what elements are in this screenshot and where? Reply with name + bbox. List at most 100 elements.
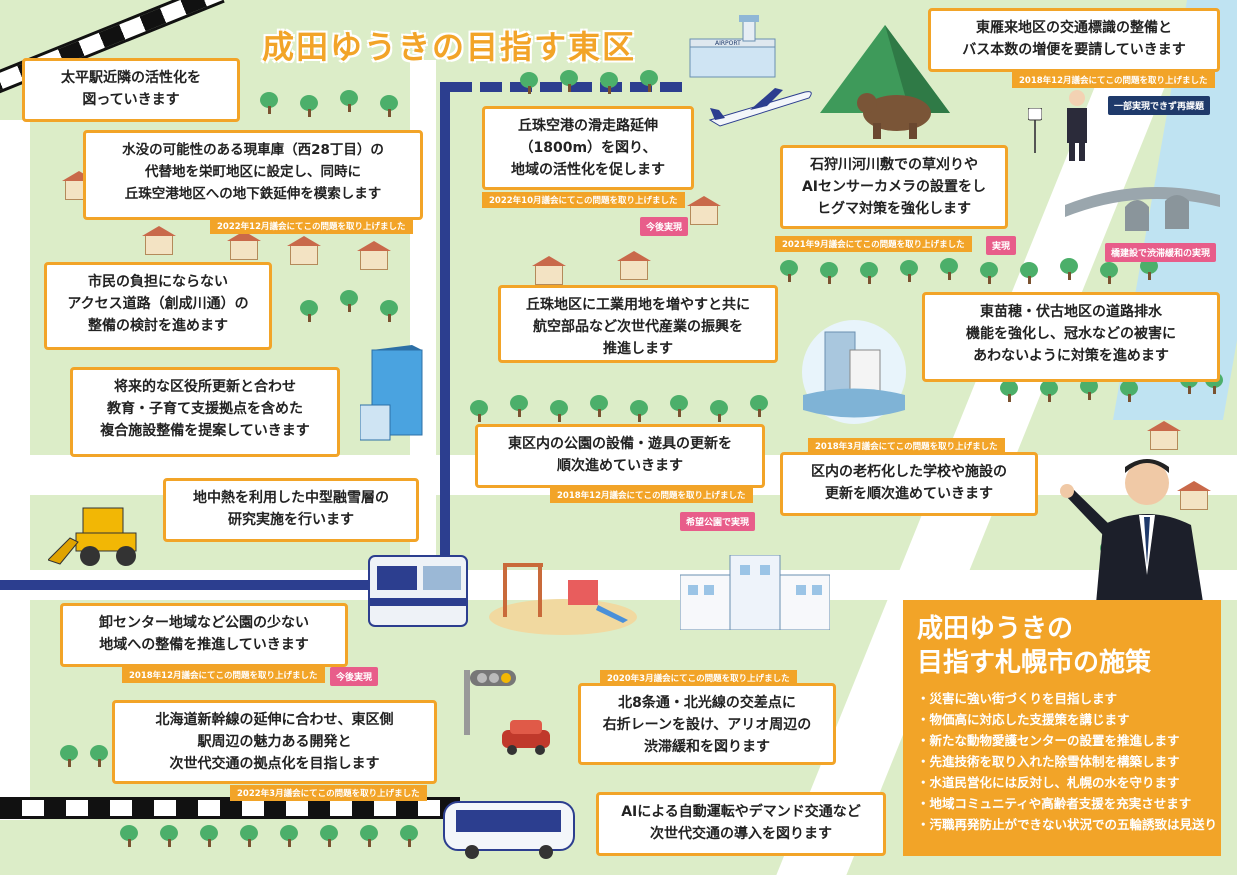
tree xyxy=(1000,380,1018,402)
tree xyxy=(980,262,998,284)
tree xyxy=(400,825,418,847)
tree xyxy=(240,825,258,847)
bubble-autonomous: AIによる自動運転やデマンド交通など 次世代交通の導入を図ります xyxy=(596,792,886,856)
bubble-industry: 丘珠地区に工業用地を増やすと共に 航空部品など次世代産業の振興を 推進します xyxy=(498,285,778,363)
status-badge: 今後実現 xyxy=(640,217,689,236)
policy-item: 汚職再発防止ができない状況での五輪誘致は見送り xyxy=(917,814,1218,835)
tree xyxy=(1040,380,1058,402)
tree xyxy=(280,825,298,847)
politician-photo xyxy=(1055,455,1215,615)
playground-icon xyxy=(488,555,638,635)
tree xyxy=(260,92,278,114)
tree xyxy=(510,395,528,417)
tree xyxy=(560,70,578,92)
council-tag: 2022年10月議会にてこの問題を取り上げました xyxy=(482,192,685,208)
tree xyxy=(1100,262,1118,284)
bridge-icon xyxy=(1065,175,1220,240)
tree xyxy=(780,260,798,282)
bubble-higashikariki: 東雁来地区の交通標識の整備と バス本数の増便を要請していきます xyxy=(928,8,1220,72)
tree xyxy=(750,395,768,417)
policy-item: 物価高に対応した支援策を講じます xyxy=(917,709,1207,730)
airplane-icon xyxy=(705,80,815,130)
office-building-icon xyxy=(359,345,438,450)
tree xyxy=(340,90,358,112)
policy-item: 水道民営化には反対し、札幌の水を守ります xyxy=(917,772,1207,793)
person-icon xyxy=(1062,88,1092,163)
bubble-schools: 区内の老朽化した学校や施設の 更新を順次進めていきます xyxy=(780,452,1038,516)
school-icon xyxy=(679,554,831,631)
bubble-intersection: 北8条通・北光線の交差点に 右折レーンを設け、アリオ周辺の 渋滞緩和を図ります xyxy=(578,683,836,765)
policy-item: 先進技術を取り入れた除雪体制を構築します xyxy=(917,751,1207,772)
tree xyxy=(520,72,538,94)
house xyxy=(1147,421,1181,450)
bubble-runway: 丘珠空港の滑走路延伸 （1800m）を図り、 地域の活性化を促します xyxy=(482,106,694,190)
house xyxy=(287,236,321,265)
tree xyxy=(300,95,318,117)
tree xyxy=(380,95,398,117)
airport-label: AIRPORT xyxy=(715,40,741,47)
house xyxy=(1177,481,1211,510)
house xyxy=(617,251,651,280)
tree xyxy=(550,400,568,422)
bubble-park-development: 卸センター地域など公園の少ない 地域への整備を推進していきます xyxy=(60,603,348,667)
tree xyxy=(160,825,178,847)
tree xyxy=(90,745,108,767)
bubble-bear: 石狩川河川敷での草刈りや AIセンサーカメラの設置をし ヒグマ対策を強化します xyxy=(780,145,1008,229)
bus-stop-icon xyxy=(1027,107,1043,153)
policy-item: 災害に強い街づくりを目指します xyxy=(917,688,1207,709)
tree xyxy=(630,400,648,422)
car-icon xyxy=(500,718,552,756)
status-badge: 今後実現 xyxy=(330,667,379,686)
tree xyxy=(1060,258,1078,280)
bridge-label: 橋建設で渋滞緩和の実現 xyxy=(1105,243,1217,262)
tree xyxy=(1020,262,1038,284)
tree xyxy=(360,825,378,847)
status-badge: 実現 xyxy=(986,236,1017,255)
tree xyxy=(900,260,918,282)
bulldozer-icon xyxy=(47,498,148,568)
bubble-shinkansen: 北海道新幹線の延伸に合わせ、東区側 駅周辺の魅力ある開発と 次世代交通の拠点化を… xyxy=(112,700,437,784)
bubble-parks: 東区内の公園の設備・遊具の更新を 順次進めていきます xyxy=(475,424,765,488)
airport-icon: AIRPORT xyxy=(685,15,780,80)
council-tag: 2022年3月議会にてこの問題を取り上げました xyxy=(230,785,427,801)
house xyxy=(687,196,721,225)
tree xyxy=(860,262,878,284)
tree xyxy=(590,395,608,417)
bubble-snowmelt: 地中熱を利用した中型融雪層の 研究実施を行います xyxy=(163,478,419,542)
traffic-light-icon xyxy=(462,665,522,735)
status-badge: 一部実現できず再課題 xyxy=(1108,96,1211,115)
tree xyxy=(640,70,658,92)
house xyxy=(532,256,566,285)
tree xyxy=(600,72,618,94)
tree xyxy=(1140,258,1158,280)
tree xyxy=(1120,380,1138,402)
council-tag: 2020年3月議会にてこの問題を取り上げました xyxy=(600,670,797,686)
tree xyxy=(940,258,958,280)
council-tag: 2022年12月議会にてこの問題を取り上げました xyxy=(210,218,413,234)
bubble-subway: 水没の可能性のある現車庫（西28丁目）の 代替地を栄町地区に設定し、同時に 丘珠… xyxy=(83,130,423,220)
tree xyxy=(820,262,838,284)
policy-item: 地域コミュニティや高齢者支援を充実させます xyxy=(917,793,1207,814)
page-title: 成田ゆうきの目指す東区 xyxy=(262,28,637,66)
mountain-icon xyxy=(820,25,950,115)
tree xyxy=(120,825,138,847)
bubble-drainage: 東苗穂・伏古地区の道路排水 機能を強化し、冠水などの被害に あわないように対策を… xyxy=(922,292,1220,382)
council-tag: 2018年12月議会にてこの問題を取り上げました xyxy=(550,487,753,503)
house xyxy=(142,226,176,255)
tree xyxy=(60,745,78,767)
tree xyxy=(670,395,688,417)
tree xyxy=(1080,378,1098,400)
bus-icon xyxy=(442,800,577,860)
status-badge: 希望公園で実現 xyxy=(680,512,756,531)
flood-icon xyxy=(795,320,913,425)
tree xyxy=(200,825,218,847)
bubble-access-road: 市民の負担にならない アクセス道路（創成川通）の 整備の検討を進めます xyxy=(44,262,272,350)
policy-item: 新たな動物愛護センターの設置を推進します xyxy=(917,730,1207,751)
bear-icon xyxy=(855,85,935,140)
subway-line xyxy=(440,82,450,592)
house xyxy=(357,241,391,270)
council-tag: 2021年9月議会にてこの問題を取り上げました xyxy=(775,236,972,252)
house xyxy=(227,231,261,260)
tree xyxy=(380,300,398,322)
